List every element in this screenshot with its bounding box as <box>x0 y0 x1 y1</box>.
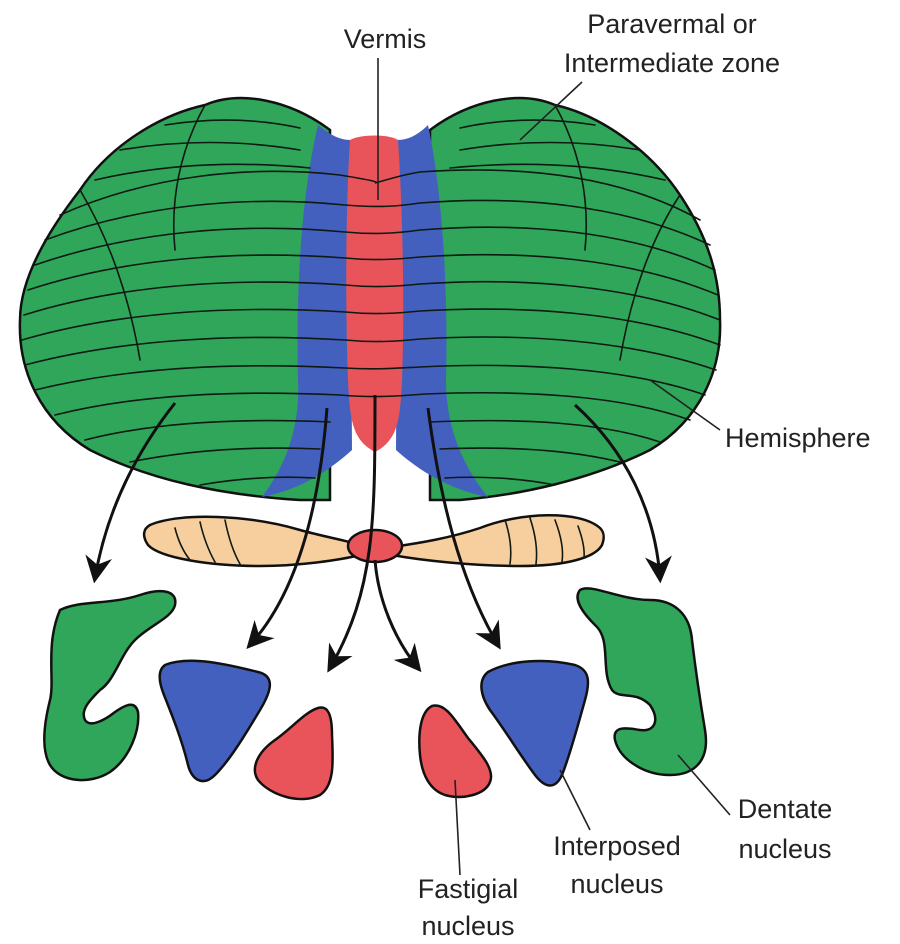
label-hemisphere: Hemisphere <box>725 423 871 453</box>
flocculonodular-lobe <box>144 515 604 566</box>
left-flocculus <box>144 517 360 566</box>
label-interposed-line1: Interposed <box>553 831 681 861</box>
deep-nuclei <box>44 588 706 799</box>
label-dentate-line2: nucleus <box>738 834 831 864</box>
label-paravermal-line1: Paravermal or <box>587 9 757 39</box>
cerebellum-body <box>20 98 720 500</box>
arrow-vermis-right <box>375 560 418 668</box>
right-hemisphere <box>430 98 720 500</box>
right-flocculus <box>392 515 604 566</box>
right-dentate-nucleus <box>578 588 706 775</box>
label-dentate-line1: Dentate <box>738 794 833 824</box>
label-fastigial-line2: nucleus <box>421 911 514 941</box>
label-interposed-line2: nucleus <box>570 869 663 899</box>
label-paravermal-line2: Intermediate zone <box>564 48 780 78</box>
left-interposed-nucleus <box>160 661 270 781</box>
nodulus <box>348 530 402 562</box>
right-interposed-nucleus <box>481 661 588 786</box>
left-dentate-nucleus <box>44 591 175 780</box>
left-fastigial-nucleus <box>255 707 333 799</box>
label-vermis: Vermis <box>344 24 427 54</box>
left-hemisphere <box>20 98 330 500</box>
label-fastigial-line1: Fastigial <box>418 874 519 904</box>
